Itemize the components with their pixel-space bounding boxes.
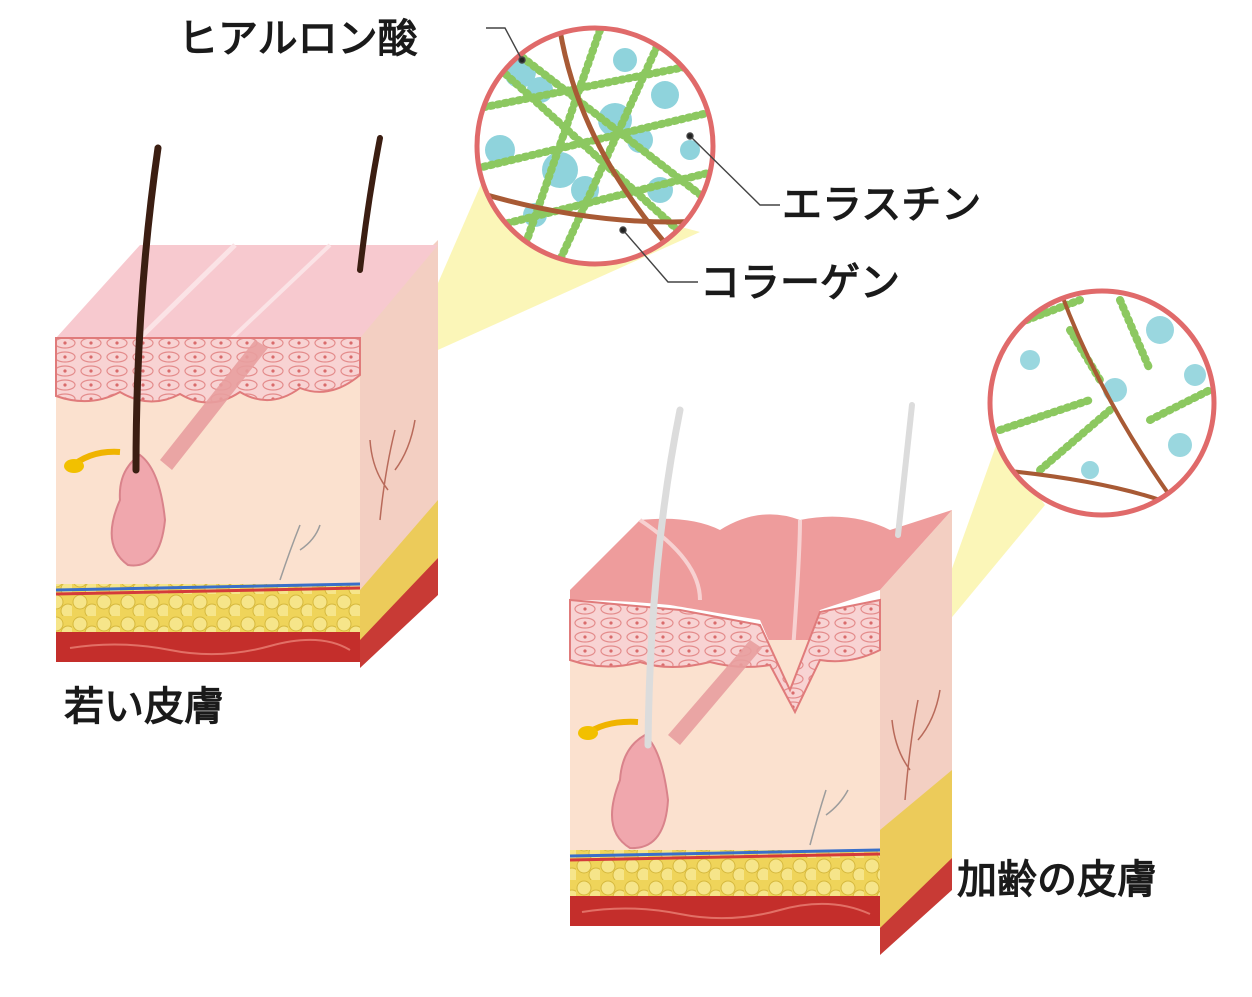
label-elastin: エラスチン (782, 182, 981, 228)
aged-hair-follicle (578, 718, 670, 850)
young-hair-left (132, 144, 162, 474)
aged-epidermis (569, 598, 881, 715)
young-fiber-magnifier (474, 25, 716, 267)
young-skin-block (55, 135, 700, 668)
young-block-top (56, 245, 438, 338)
magnifier-ring-top (474, 25, 716, 267)
label-leaders (486, 27, 780, 283)
aged-muscle-layer (570, 896, 880, 926)
aged-block-top (570, 510, 952, 690)
aged-hair-right (895, 402, 915, 538)
aged-fiber-magnifier (987, 288, 1217, 518)
magnifier-ring-bottom (987, 288, 1217, 518)
label-hyaluronic-acid: ヒアルロン酸 (178, 16, 419, 62)
label-collagen: コラーゲン (700, 260, 900, 306)
young-hair-follicle (64, 448, 167, 567)
aged-skin-block (569, 402, 1045, 955)
magnifier-cone-bottom (930, 440, 1045, 634)
label-aged-skin: 加齢の皮膚 (957, 857, 1157, 903)
young-muscle-layer (56, 632, 360, 662)
aged-hair-left (644, 406, 684, 749)
label-young-skin: 若い皮膚 (64, 684, 224, 730)
young-hair-right (357, 135, 383, 273)
